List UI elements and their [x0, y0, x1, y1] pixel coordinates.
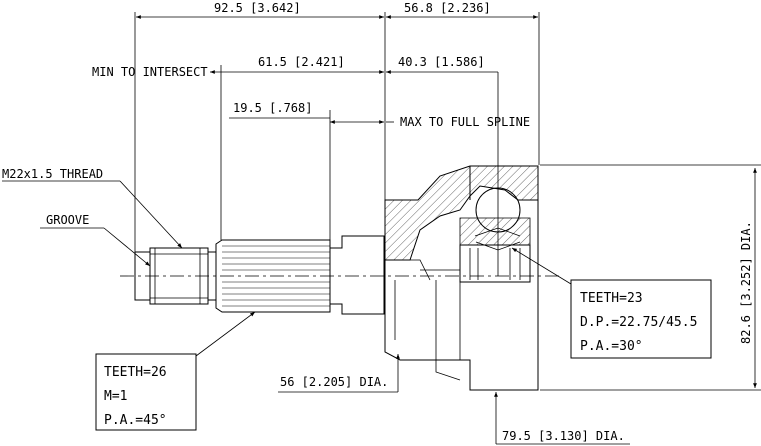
dim-overall-left: 92.5 [3.642]: [214, 1, 301, 15]
spec-right-pa: P.A.=30°: [580, 339, 643, 354]
dim-housing-dia: 79.5 [3.130] DIA.: [494, 392, 630, 445]
spec-right-pitch: D.P.=22.75/45.5: [580, 315, 697, 330]
housing-dia-label: 79.5 [3.130] DIA.: [502, 429, 625, 443]
spline-label: MAX TO FULL SPLINE: [400, 115, 530, 129]
dim-right-mid: 40.3 [1.586]: [398, 55, 485, 69]
groove-label: GROOVE: [46, 213, 89, 227]
spec-right-teeth: TEETH=23: [580, 291, 643, 306]
dim-spline-value: 19.5 [.768]: [233, 101, 312, 115]
spec-left-pa: P.A.=45°: [104, 413, 167, 428]
shaft-dia-label: 56 [2.205] DIA.: [280, 375, 388, 389]
min-intersect-label: MIN TO INTERSECT: [92, 65, 208, 79]
spec-box-left: TEETH=26 M=1 P.A.=45°: [95, 311, 256, 431]
spline-teeth: [222, 245, 330, 307]
shaft: [134, 235, 385, 315]
outer-dia-label: 82.6 [3.252] DIA.: [739, 221, 753, 344]
thread-label: M22x1.5 THREAD: [2, 167, 103, 181]
dim-spline: 19.5 [.768] MAX TO FULL SPLINE: [229, 101, 530, 129]
dim-shaft-dia: 56 [2.205] DIA.: [278, 354, 400, 393]
dim-intersect: MIN TO INTERSECT 61.5 [2.421] 40.3 [1.58…: [92, 55, 499, 165]
thread-callout: M22x1.5 THREAD GROOVE: [2, 167, 183, 267]
spec-left-module: M=1: [104, 389, 127, 404]
dim-overall: 92.5 [3.642] 56.8 [2.236]: [135, 1, 538, 19]
dim-overall-right: 56.8 [2.236]: [404, 1, 491, 15]
inner-race: [459, 165, 531, 283]
spec-box-right: TEETH=23 D.P.=22.75/45.5 P.A.=30°: [511, 247, 712, 359]
dim-min-intersect: 61.5 [2.421]: [258, 55, 345, 69]
spec-left-teeth: TEETH=26: [104, 365, 167, 380]
dim-outer-dia: 82.6 [3.252] DIA.: [739, 167, 757, 388]
outer-housing: [384, 165, 539, 391]
